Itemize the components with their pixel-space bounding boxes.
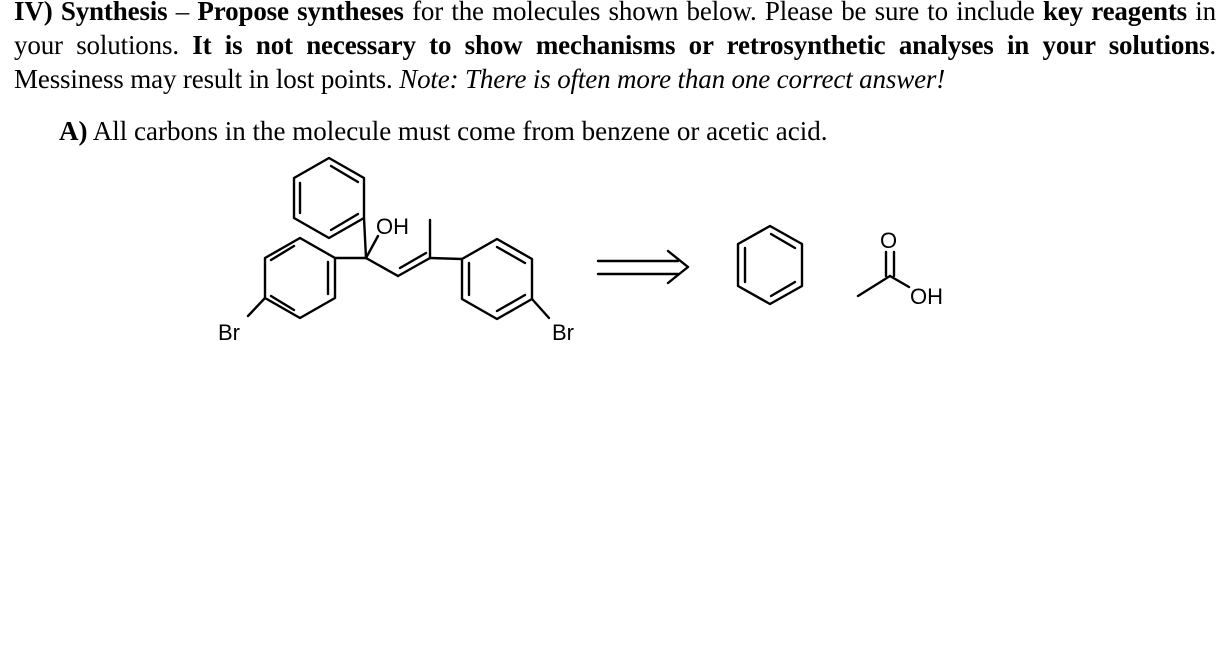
benzene-molecule [736, 224, 804, 306]
part-a-label: A) [59, 116, 88, 146]
bond-carbinol-to-vinyl [364, 256, 400, 278]
title-dash: – [175, 0, 190, 26]
bond-to-right-bromine [530, 297, 551, 320]
hydroxyl-label: OH [376, 214, 409, 239]
part-a-prompt: A) All carbons in the molecule must come… [59, 114, 827, 148]
acetic-acid-molecule: O OH [856, 228, 943, 309]
bond-carbinol-to-oh [364, 234, 380, 260]
top-phenyl-ring [292, 156, 366, 240]
alkene-double-bond [396, 256, 432, 278]
right-bromine-label: Br [552, 320, 574, 345]
carbonyl-oxygen-label: O [880, 228, 897, 253]
retrosynthetic-arrow [596, 249, 690, 285]
instruction-text-1: for the molecules shown below. Please be… [412, 0, 1035, 26]
instruction-bold-key-reagents: key reagents [1042, 0, 1188, 26]
left-bromophenyl-ring [263, 236, 337, 320]
part-a-text: All carbons in the molecule must come fr… [92, 116, 828, 146]
instruction-text-2: in your solutions. [14, 0, 1216, 60]
right-bromophenyl-ring [460, 237, 534, 321]
instruction-text-3: . Messiness may result in lost points. [14, 30, 1216, 94]
bond-phenyl-to-carbinol [362, 216, 368, 260]
left-bromine-label: Br [218, 320, 240, 345]
acid-hydroxyl-label: OH [910, 284, 943, 309]
instruction-note: Note: There is often more than one corre… [399, 64, 946, 94]
target-molecule: OH Br Br [218, 156, 574, 345]
question-instructions: IV) Synthesis – Propose syntheses for th… [14, 0, 1216, 96]
question-title: Synthesis [60, 0, 168, 26]
bond-vinyl-to-right-ring [428, 256, 464, 261]
instruction-bold-not-necessary: It is not necessary to show mechanisms o… [192, 30, 1210, 60]
question-number: IV) [14, 0, 53, 26]
bond-to-left-bromine [246, 296, 267, 318]
instruction-bold-propose: Propose syntheses [197, 0, 404, 26]
